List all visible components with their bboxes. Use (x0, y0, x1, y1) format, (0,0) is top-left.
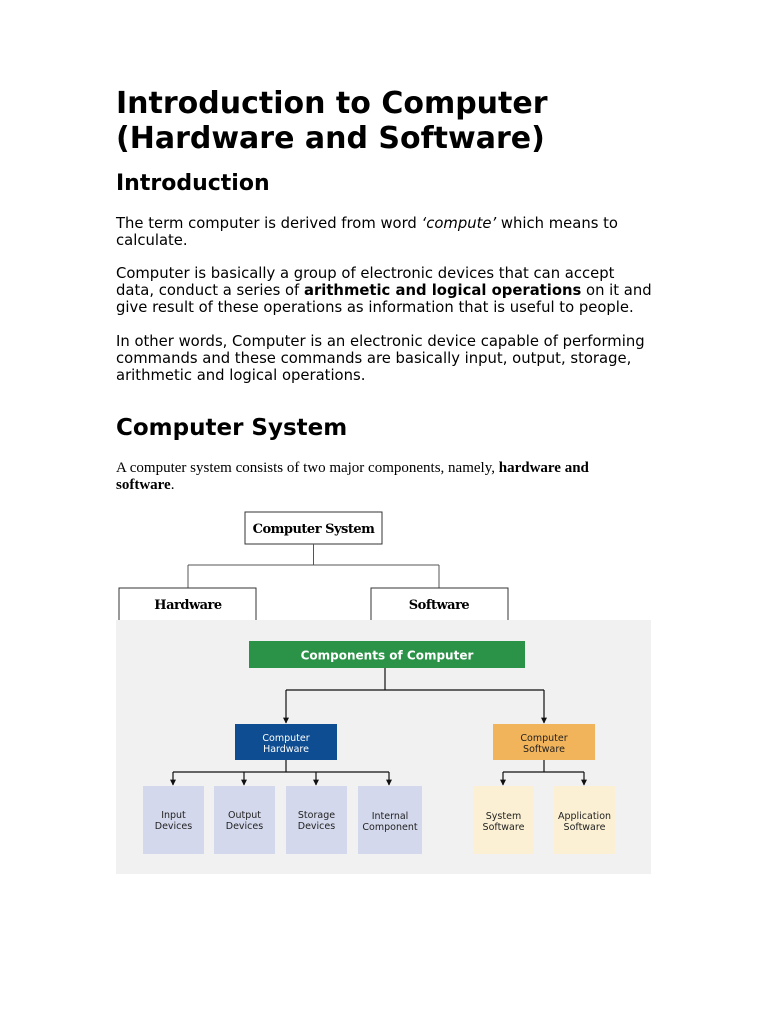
internal-component-label-line1: Internal (372, 811, 409, 822)
page-title-line2: (Hardware and Software) (116, 121, 545, 156)
output-devices-box (214, 786, 275, 854)
hardware-box-label: Hardware (154, 598, 222, 613)
computer-hardware-label-line1: Computer (262, 733, 309, 744)
components-of-computer-diagram: Components of Computer Computer Hardware… (116, 620, 651, 874)
computer-software-box (493, 724, 595, 760)
software-box (370, 587, 509, 625)
hardware-box (118, 587, 257, 625)
computer-system-heading: Computer System (116, 415, 348, 441)
internal-component-box (358, 786, 422, 854)
application-software-label-line1: Application (558, 811, 611, 822)
intro-paragraph-1: The term computer is derived from word ‘… (116, 215, 656, 249)
system-text-a: A computer system consists of two major … (116, 460, 499, 476)
application-software-box (554, 786, 615, 854)
computer-system-diagram: Computer System Hardware Software (118, 511, 509, 625)
input-devices-label-line1: Input (161, 810, 186, 821)
components-root-box (249, 641, 525, 668)
intro-p1-text-a: The term computer is derived from word (116, 215, 422, 232)
page-title: Introduction to Computer (Hardware and S… (116, 86, 676, 156)
output-devices-label-line2: Devices (226, 821, 263, 832)
computer-hardware-box (235, 724, 337, 760)
storage-devices-box (286, 786, 347, 854)
computer-system-paragraph: A computer system consists of two major … (116, 460, 636, 494)
computer-system-box-label: Computer System (253, 522, 376, 537)
application-software-label-line2: Software (564, 822, 606, 833)
storage-devices-label-line1: Storage (298, 810, 335, 821)
intro-p2-text-a: Computer is basically a group of electro… (116, 265, 615, 300)
output-devices-label-line1: Output (228, 810, 261, 821)
storage-devices-label-line2: Devices (298, 821, 335, 832)
system-text-bold: hardware and software (116, 460, 589, 493)
system-software-label-line1: System (486, 811, 521, 822)
input-devices-box (143, 786, 204, 854)
intro-paragraph-3: In other words, Computer is an electroni… (116, 333, 645, 385)
introduction-heading: Introduction (116, 171, 270, 196)
page-title-line1: Introduction to Computer (116, 86, 548, 121)
intro-p1-emphasis: ‘compute’ (421, 215, 497, 232)
internal-component-label-line2: Component (362, 822, 417, 833)
software-box-label: Software (409, 598, 470, 613)
intro-p2-text-b: on it and give result of these operation… (116, 282, 652, 317)
system-software-label-line2: Software (483, 822, 525, 833)
computer-hardware-label-line2: Hardware (263, 744, 309, 755)
input-devices-label-line2: Devices (155, 821, 192, 832)
intro-p2-bold: arithmetic and logical operations (303, 282, 582, 300)
system-software-box (473, 786, 534, 854)
computer-software-label-line1: Computer (520, 733, 567, 744)
computer-software-label-line2: Software (523, 744, 565, 755)
components-root-label: Components of Computer (301, 649, 474, 663)
intro-p1-text-b: which means to calculate. (116, 215, 618, 250)
system-text-b: . (170, 477, 175, 493)
intro-paragraph-2: Computer is basically a group of electro… (116, 265, 656, 317)
